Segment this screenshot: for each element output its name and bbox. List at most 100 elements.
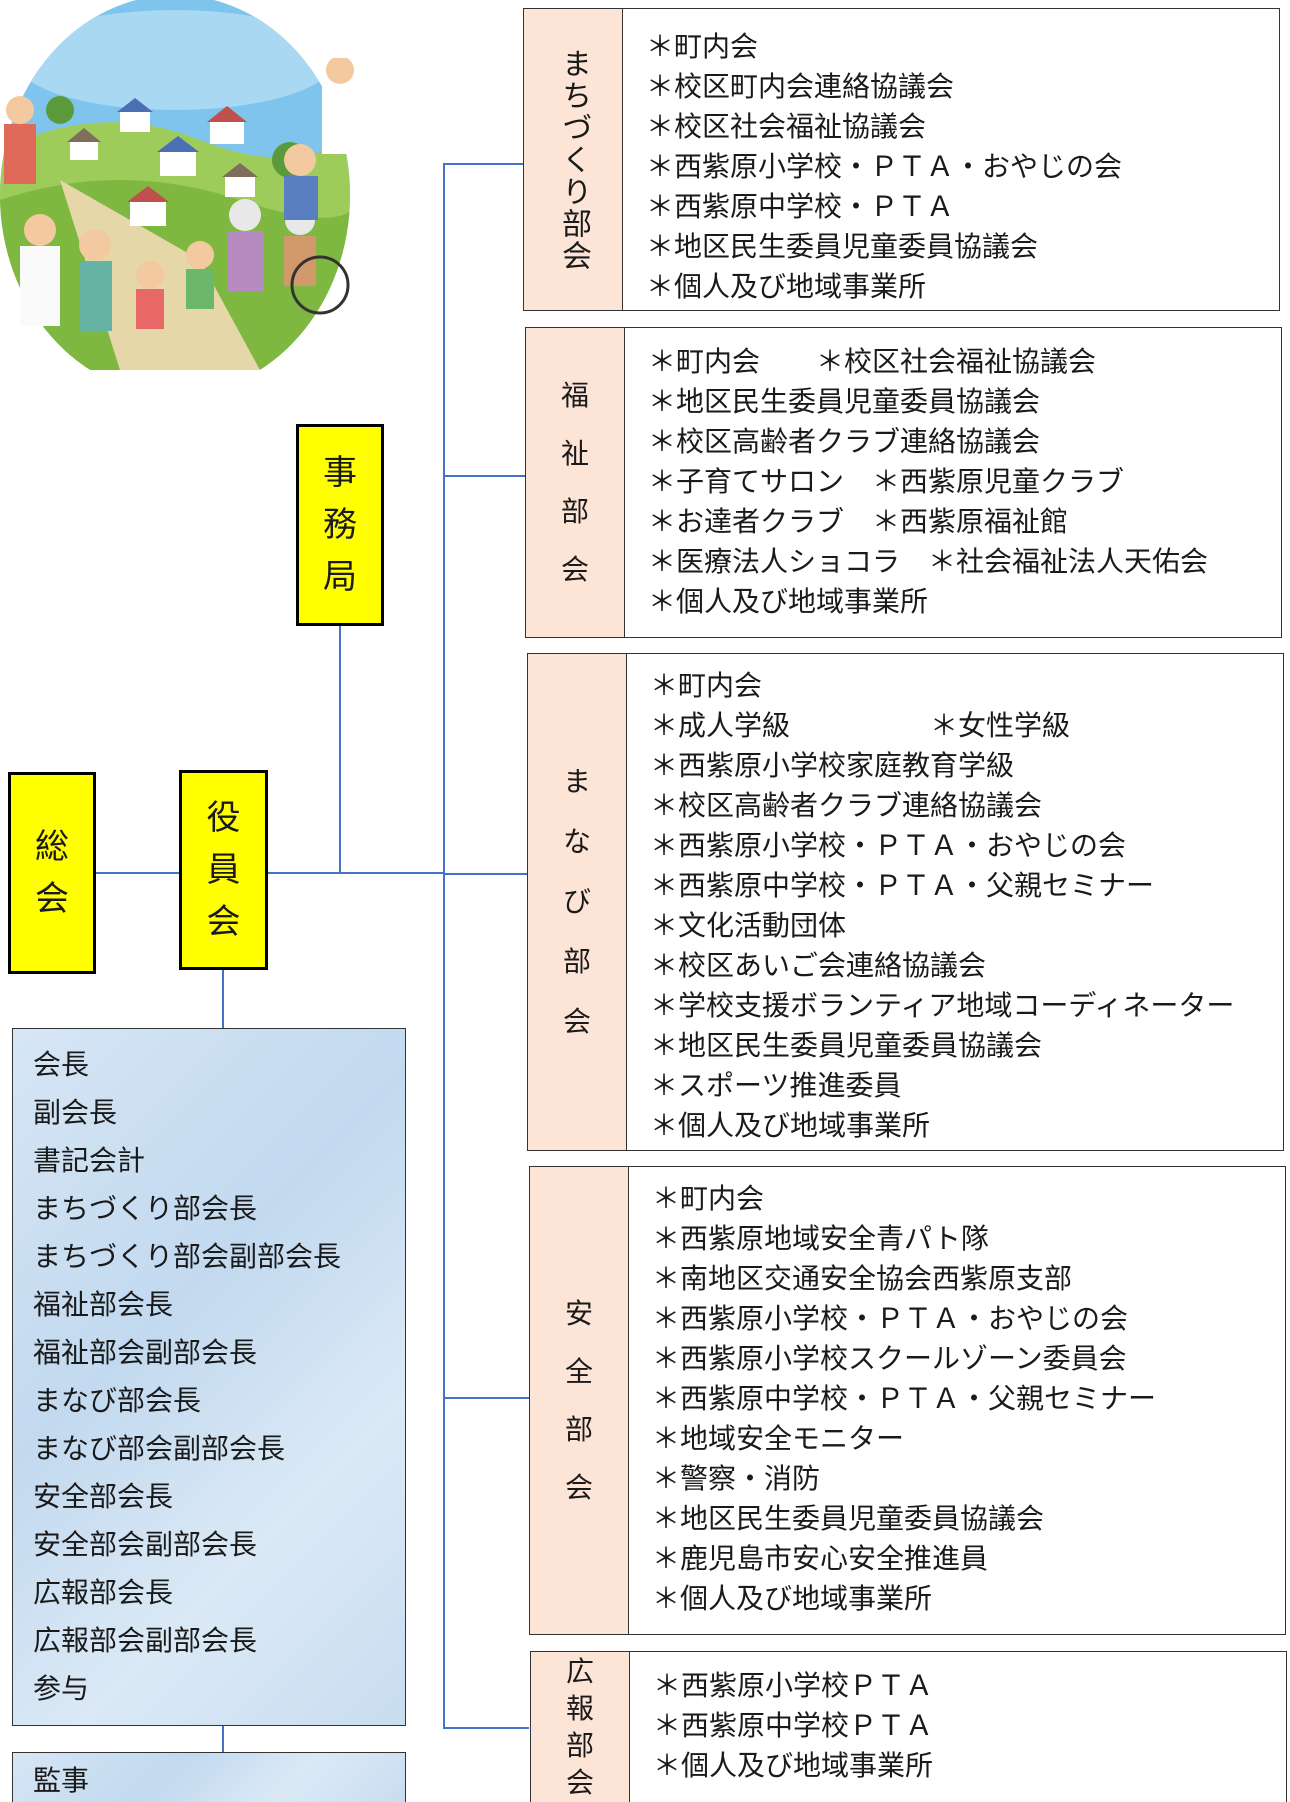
dept-label-char: 会	[564, 1470, 593, 1504]
dept-label: 安 全 部 会	[530, 1167, 629, 1634]
list-item: ＊個人及び地域事業所	[648, 585, 929, 618]
list-item: ＊警察・消防	[652, 1462, 821, 1495]
list-item: ＊西紫原小学校家庭教育学級	[650, 749, 1015, 782]
dept-label: まちづくり部会	[524, 9, 623, 310]
officer-list: 会長 副会長 書記会計 まちづくり部会長 まちづくり部会副部会長 福祉部会長 福…	[33, 1041, 341, 1713]
list-item: ＊子育てサロン ＊西紫原児童クラブ	[648, 465, 1125, 498]
list-item: ＊西紫原中学校・ＰＴＡ・父親セミナー	[652, 1382, 1157, 1415]
dept-label-char: 会	[562, 1005, 591, 1038]
dept-item-list: ＊西紫原小学校ＰＴＡ ＊西紫原中学校ＰＴＡ ＊個人及び地域事業所	[653, 1666, 933, 1786]
officer-item: 副会長	[33, 1096, 118, 1129]
list-item: ＊町内会	[650, 669, 763, 702]
list-item: ＊地区民生委員児童委員協議会	[652, 1502, 1045, 1535]
secretariat-box[interactable]: 事 務 局	[296, 424, 384, 626]
dept-label-char: 部	[565, 1729, 594, 1762]
officer-item: 安全部会長	[33, 1480, 174, 1513]
secretariat-connector	[339, 624, 341, 873]
dept-label: ま な び 部 会	[528, 654, 627, 1150]
list-item: ＊文化活動団体	[650, 909, 847, 942]
branch-anzen	[443, 1397, 529, 1399]
dept-anzen[interactable]: 安 全 部 会 ＊町内会 ＊西紫原地域安全青パト隊 ＊南地区交通安全協会西紫原支…	[529, 1166, 1286, 1635]
dept-label-char: ま	[562, 765, 591, 798]
dept-label-char: 報	[565, 1692, 594, 1725]
board-to-officers-connector	[222, 968, 224, 1030]
list-item: ＊地域安全モニター	[652, 1422, 905, 1455]
officer-item: まちづくり部会副部会長	[33, 1240, 342, 1273]
dept-label-char: 部	[560, 494, 589, 528]
dept-label-char: な	[562, 825, 591, 858]
dept-label-char: 祉	[560, 436, 589, 470]
board-char: 役	[206, 798, 241, 838]
dept-label-text: まちづくり部会	[556, 47, 591, 272]
list-item: ＊西紫原地域安全青パト隊	[652, 1222, 989, 1255]
dept-item-list: ＊町内会 ＊成人学級 ＊女性学級 ＊西紫原小学校家庭教育学級 ＊校区高齢者クラブ…	[650, 666, 1234, 1146]
list-item: ＊医療法人ショコラ ＊社会福祉法人天佑会	[648, 545, 1209, 578]
general-to-board-connector	[88, 872, 183, 874]
list-item: ＊西紫原小学校スクールゾーン委員会	[652, 1342, 1127, 1375]
officer-item: 書記会計	[33, 1144, 146, 1177]
auditor-box[interactable]: 監事	[12, 1752, 406, 1802]
list-item: ＊西紫原小学校ＰＴＡ	[653, 1669, 934, 1702]
dept-machizukuri[interactable]: まちづくり部会 ＊町内会 ＊校区町内会連絡協議会 ＊校区社会福祉協議会 ＊西紫原…	[523, 8, 1280, 311]
list-item: ＊鹿児島市安心安全推進員	[652, 1542, 989, 1575]
list-item: ＊個人及び地域事業所	[652, 1582, 933, 1615]
board-char: 会	[206, 902, 241, 942]
secretariat-char: 事	[323, 453, 357, 493]
dept-label-char: 安	[564, 1296, 593, 1330]
list-item: ＊西紫原中学校・ＰＴＡ・父親セミナー	[650, 869, 1155, 902]
list-item: ＊校区あいご会連絡協議会	[650, 949, 987, 982]
list-item: ＊学校支援ボランティア地域コーディネーター	[650, 989, 1235, 1022]
list-item: ＊成人学級 ＊女性学級	[650, 709, 1071, 742]
officers-box[interactable]: 会長 副会長 書記会計 まちづくり部会長 まちづくり部会副部会長 福祉部会長 福…	[12, 1028, 406, 1726]
list-item: ＊個人及び地域事業所	[646, 270, 927, 303]
main-horizontal-connector	[268, 872, 444, 874]
secretariat-char: 務	[323, 505, 357, 545]
list-item: ＊個人及び地域事業所	[653, 1749, 934, 1782]
dept-label-char: 全	[564, 1354, 593, 1388]
dept-item-list: ＊町内会 ＊校区社会福祉協議会 ＊地区民生委員児童委員協議会 ＊校区高齢者クラブ…	[648, 342, 1208, 622]
officers-to-auditor-connector	[222, 1724, 224, 1754]
list-item: ＊校区高齢者クラブ連絡協議会	[650, 789, 1043, 822]
officer-item: 福祉部会副部会長	[33, 1336, 258, 1369]
officer-item: 広報部会長	[33, 1576, 174, 1609]
list-item: ＊地区民生委員児童委員協議会	[650, 1029, 1043, 1062]
list-item: ＊西紫原小学校・ＰＴＡ・おやじの会	[652, 1302, 1129, 1335]
general-meeting-char: 総	[35, 827, 69, 867]
list-item: ＊西紫原中学校・ＰＴＡ	[646, 190, 955, 223]
officer-item: 会長	[33, 1048, 90, 1081]
list-item: ＊西紫原小学校・ＰＴＡ・おやじの会	[650, 829, 1127, 862]
dept-fukushi[interactable]: 福 祉 部 会 ＊町内会 ＊校区社会福祉協議会 ＊地区民生委員児童委員協議会 ＊…	[525, 327, 1282, 638]
dept-label-char: 会	[565, 1766, 594, 1799]
dept-label-char: 部	[562, 945, 591, 978]
dept-item-list: ＊町内会 ＊校区町内会連絡協議会 ＊校区社会福祉協議会 ＊西紫原小学校・ＰＴＡ・…	[646, 27, 1122, 307]
branch-machizukuri	[443, 163, 523, 165]
board-char: 員	[206, 850, 241, 890]
list-item: ＊地区民生委員児童委員協議会	[648, 385, 1041, 418]
branch-kouhou	[443, 1727, 529, 1729]
general-meeting-box[interactable]: 総 会	[8, 772, 96, 974]
list-item: ＊町内会	[646, 30, 759, 63]
officer-item: まなび部会副部会長	[33, 1432, 286, 1465]
list-item: ＊スポーツ推進委員	[650, 1069, 902, 1102]
general-meeting-char: 会	[35, 879, 69, 919]
list-item: ＊町内会	[652, 1182, 765, 1215]
officer-item: まなび部会長	[33, 1384, 202, 1417]
officer-item: 広報部会副部会長	[33, 1624, 258, 1657]
secretariat-char: 局	[323, 557, 357, 597]
dept-label-char: 部	[564, 1412, 593, 1446]
board-box[interactable]: 役 員 会	[179, 770, 268, 970]
list-item: ＊校区町内会連絡協議会	[646, 70, 955, 103]
list-item: ＊校区高齢者クラブ連絡協議会	[648, 425, 1041, 458]
dept-manabi[interactable]: ま な び 部 会 ＊町内会 ＊成人学級 ＊女性学級 ＊西紫原小学校家庭教育学級…	[527, 653, 1284, 1151]
auditor-label: 監事	[33, 1764, 90, 1797]
dept-item-list: ＊町内会 ＊西紫原地域安全青パト隊 ＊南地区交通安全協会西紫原支部 ＊西紫原小学…	[652, 1179, 1156, 1619]
officer-item: 参与	[33, 1672, 90, 1705]
dept-label: 広 報 部 会	[531, 1652, 630, 1802]
list-item: ＊地区民生委員児童委員協議会	[646, 230, 1039, 263]
list-item: ＊お達者クラブ ＊西紫原福祉館	[648, 505, 1069, 538]
dept-kouhou[interactable]: 広 報 部 会 ＊西紫原小学校ＰＴＡ ＊西紫原中学校ＰＴＡ ＊個人及び地域事業所	[530, 1651, 1287, 1802]
officer-item: 福祉部会長	[33, 1288, 174, 1321]
branch-fukushi	[443, 475, 525, 477]
list-item: ＊西紫原小学校・ＰＴＡ・おやじの会	[646, 150, 1123, 183]
list-item: ＊町内会 ＊校区社会福祉協議会	[648, 345, 1097, 378]
